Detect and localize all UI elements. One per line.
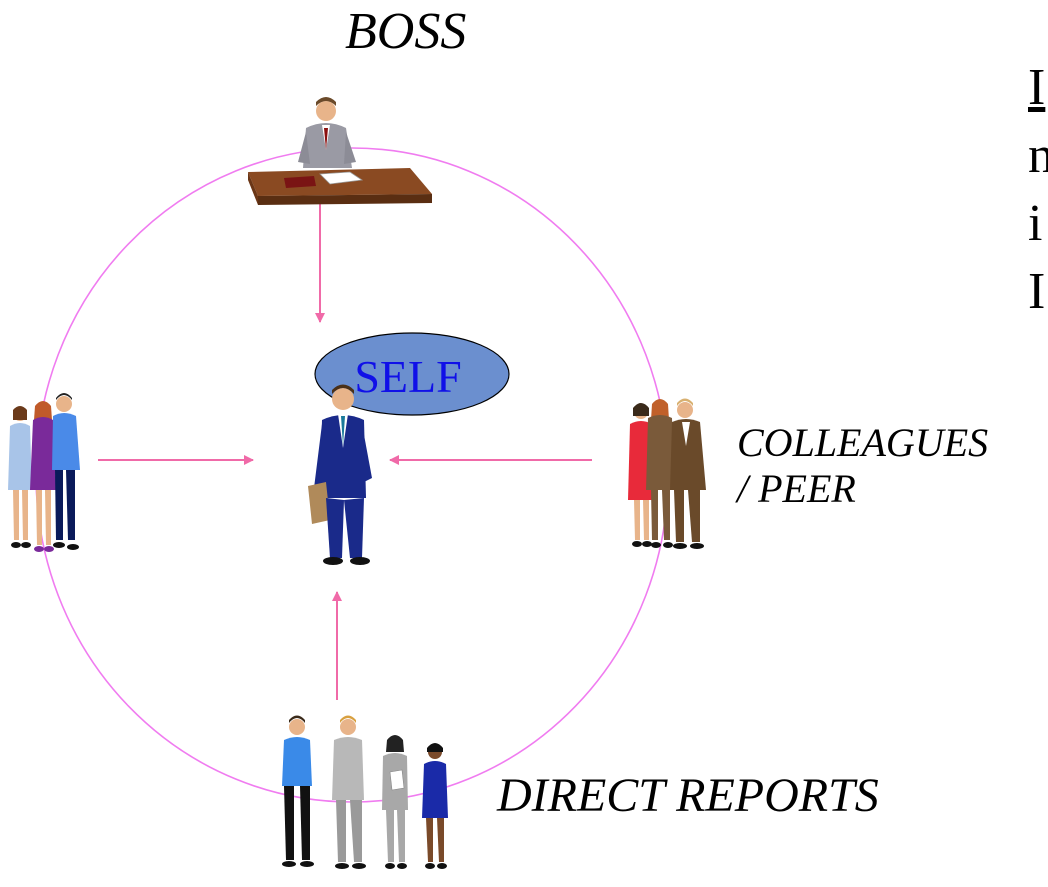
- self-person: [308, 384, 372, 565]
- colleagues-label-line2: / PEER: [737, 466, 856, 511]
- direct-reports-figures: [282, 715, 448, 869]
- right-text-line-4: I: [1028, 263, 1046, 320]
- colleagues-figures: [628, 398, 706, 549]
- colleagues-label: COLLEAGUES / PEER: [737, 420, 988, 512]
- self-label: SELF: [354, 351, 461, 402]
- right-edge-text: I n i I: [1028, 54, 1048, 326]
- boss-label: BOSS: [345, 3, 467, 60]
- direct-reports-label: DIRECT REPORTS: [497, 769, 879, 822]
- right-text-line-2: n: [1028, 127, 1048, 184]
- colleagues-label-line1: COLLEAGUES: [737, 420, 989, 465]
- right-text-line-1: I: [1028, 59, 1046, 116]
- left-group-figures: [8, 393, 80, 552]
- right-text-line-3: i: [1028, 195, 1043, 252]
- boss-figure: [248, 97, 432, 205]
- self-bubble: [314, 332, 510, 416]
